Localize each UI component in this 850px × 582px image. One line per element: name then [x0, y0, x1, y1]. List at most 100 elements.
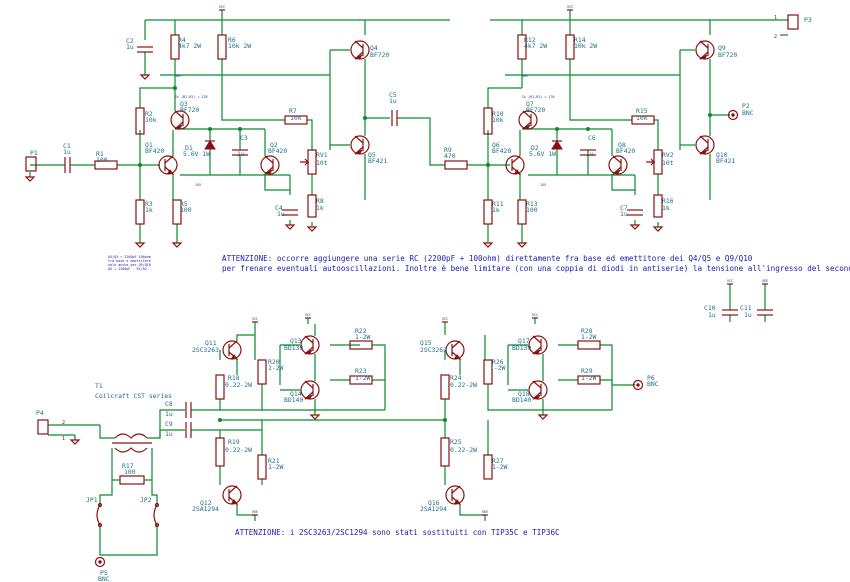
- r15-resistor: [631, 115, 655, 125]
- label: 1-2W: [268, 463, 284, 471]
- transistor-arrow-icon: [699, 149, 708, 155]
- transistor-arrow-icon: [231, 354, 239, 360]
- label: JP2: [140, 496, 152, 504]
- label: BF420: [268, 147, 287, 155]
- transistor-collector: [264, 155, 274, 164]
- wire: [487, 87, 522, 108]
- label: Q8: [618, 141, 626, 149]
- transistor-collector: [304, 380, 314, 389]
- label: BF720: [718, 51, 737, 59]
- label: 1-2W: [492, 463, 508, 471]
- label: C1: [63, 142, 71, 150]
- label: 10k 2W: [574, 42, 597, 50]
- label: Q17: [518, 337, 530, 345]
- label: BF420: [492, 147, 511, 155]
- label: Q16: [428, 499, 440, 507]
- label: C11: [740, 304, 752, 312]
- label: 5.6V 1W: [529, 150, 556, 158]
- label: 15V: [540, 183, 546, 187]
- wire: [236, 504, 255, 516]
- transistor-arrow-icon: [514, 169, 522, 175]
- label: C7: [620, 204, 628, 212]
- label: 1u: [277, 210, 285, 218]
- label: 1u: [744, 311, 752, 319]
- label: Coilcraft CST series: [95, 392, 172, 400]
- transistor-collector: [228, 340, 238, 349]
- label: 1k: [145, 206, 153, 214]
- label: BNC: [98, 575, 110, 582]
- label: 100: [124, 468, 136, 476]
- q15-transistor: [445, 340, 465, 360]
- r27-resistor: [483, 454, 493, 480]
- label: BD140: [284, 396, 303, 404]
- label: 1-2W: [355, 374, 371, 382]
- label: R3: [145, 200, 153, 208]
- r26-resistor: [483, 359, 493, 385]
- q8-transistor: [608, 155, 628, 175]
- q7-transistor: [518, 110, 538, 130]
- label: R10: [492, 110, 504, 118]
- label: C4: [275, 204, 283, 212]
- label: R9: [444, 146, 452, 154]
- r16-resistor: [653, 194, 663, 218]
- label: P4: [36, 409, 44, 417]
- transistor-arrow-icon: [454, 354, 462, 360]
- r10-resistor: [483, 107, 493, 135]
- label: RV2: [662, 151, 674, 159]
- ground-icon: [652, 226, 664, 232]
- label: BD139: [512, 344, 531, 352]
- label: T1: [95, 382, 103, 390]
- label: Q2: [270, 141, 278, 149]
- pin-number: 2: [774, 34, 777, 40]
- q9-transistor: [695, 40, 715, 60]
- label: C5: [389, 91, 397, 99]
- label: 470: [444, 152, 456, 160]
- label: Q12: [200, 499, 212, 507]
- r8-resistor: [307, 194, 317, 218]
- transistor-collector: [511, 155, 521, 164]
- label: R19: [228, 438, 240, 446]
- label: 4k7 2W: [524, 42, 547, 50]
- rv1-potentiometer: [307, 149, 317, 175]
- components: [24, 9, 799, 568]
- label: 2SC3263: [420, 346, 447, 354]
- label: R5: [180, 200, 188, 208]
- q18-transistor: [528, 380, 548, 400]
- r6-resistor: [217, 34, 227, 60]
- r25-resistor: [440, 437, 450, 467]
- label: P5: [100, 569, 108, 577]
- wire: [372, 344, 386, 410]
- label: P2: [742, 102, 750, 110]
- label: Q4: [370, 44, 378, 52]
- r3-resistor: [135, 199, 145, 225]
- label: 10t: [316, 159, 328, 167]
- label: R15: [636, 107, 648, 115]
- warning-note-line-2: per frenare eventuali autooscillazioni. …: [222, 264, 850, 273]
- wire: [99, 480, 113, 505]
- label: 1u: [389, 97, 397, 105]
- label: Q13: [290, 337, 302, 345]
- label: Q3: [180, 100, 188, 108]
- label: Q7: [526, 100, 534, 108]
- label: BF421: [716, 157, 735, 165]
- transistor-arrow-icon: [174, 124, 183, 130]
- wire: [654, 119, 659, 150]
- wire: [600, 379, 635, 386]
- q2-transistor: [260, 155, 280, 175]
- ground-icon: [306, 226, 318, 232]
- p3-connector: [787, 14, 799, 30]
- label: BF421: [368, 157, 387, 165]
- label: 100: [526, 206, 538, 214]
- q10-transistor: [695, 135, 715, 155]
- label: RV1: [316, 151, 328, 159]
- label: BF420: [616, 147, 635, 155]
- ground-icon: [284, 224, 296, 230]
- label: 2SA1294: [192, 505, 219, 513]
- transistor-arrow-icon: [354, 149, 363, 155]
- label: R27: [492, 457, 504, 465]
- ground-icon: [537, 414, 549, 420]
- ground-icon: [134, 242, 146, 248]
- label: Q6: [492, 141, 500, 149]
- label: BF720: [526, 106, 545, 114]
- label: 0.22-2W: [450, 446, 477, 454]
